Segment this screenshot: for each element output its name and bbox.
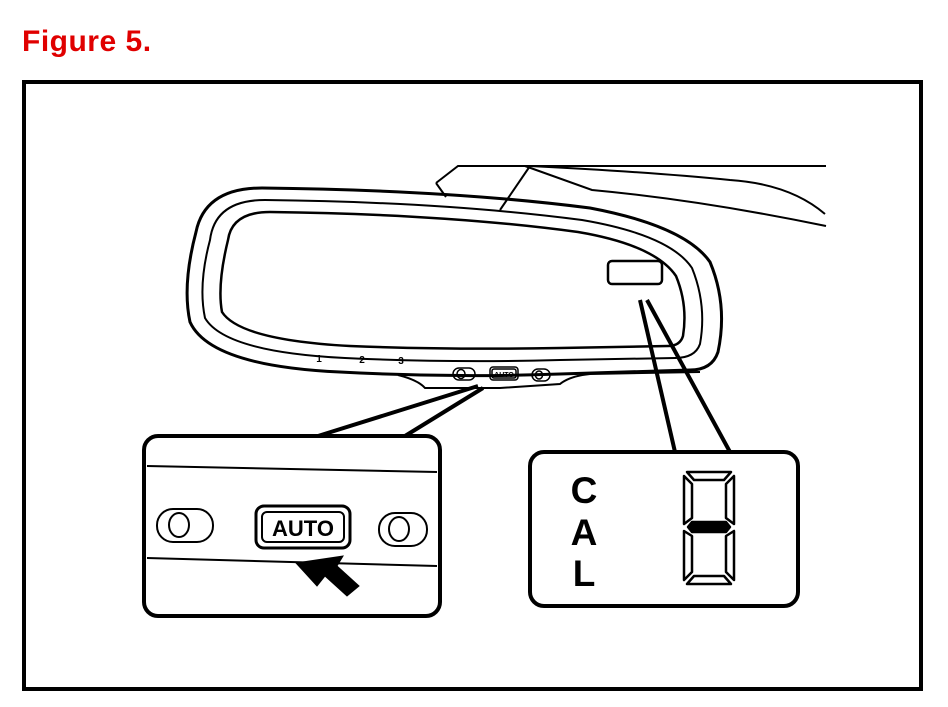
mirror-outer-edge <box>185 186 724 378</box>
callout-auto-label: AUTO <box>272 516 334 541</box>
position-label-3: 3 <box>398 356 404 367</box>
mirror-mount <box>435 165 827 227</box>
rearview-mirror <box>185 186 724 389</box>
arrow-pointer-icon <box>294 555 360 597</box>
display-letter-l: L <box>573 553 596 594</box>
light-sensor <box>606 259 664 286</box>
figure-frame <box>22 80 923 691</box>
segment-upper-right <box>724 474 736 526</box>
callout-right-button-icon[interactable] <box>378 512 428 547</box>
auto-button-label: AUTO <box>494 372 514 379</box>
position-label-1: 1 <box>316 354 322 365</box>
display-letter-c: C <box>571 470 598 511</box>
mirror-lower-edge <box>397 371 701 389</box>
segment-top <box>685 470 733 482</box>
display-callout: C A L <box>528 450 800 608</box>
auto-button[interactable] <box>489 366 519 381</box>
left-button-icon[interactable] <box>452 367 476 381</box>
segment-lower-right <box>724 529 736 582</box>
callout-left-button-icon[interactable] <box>156 508 214 543</box>
figure-title: Figure 5. <box>22 25 152 58</box>
segment-lower-left <box>682 529 694 582</box>
mirror-inner-rim <box>201 198 704 363</box>
segment-upper-left <box>682 474 694 526</box>
segment-middle <box>686 520 732 534</box>
mirror-small-controls <box>452 366 551 382</box>
display-callout-leaders <box>638 299 732 453</box>
button-callout-leaders <box>317 384 485 438</box>
mirror-glass <box>219 210 686 350</box>
callout-auto-button[interactable] <box>254 504 352 550</box>
segment-bottom <box>685 574 733 586</box>
position-label-2: 2 <box>359 355 365 366</box>
display-letter-a: A <box>571 512 598 553</box>
right-button-icon[interactable] <box>531 368 551 382</box>
button-callout: AUTO <box>142 434 442 618</box>
seven-segment-digit <box>682 470 736 586</box>
